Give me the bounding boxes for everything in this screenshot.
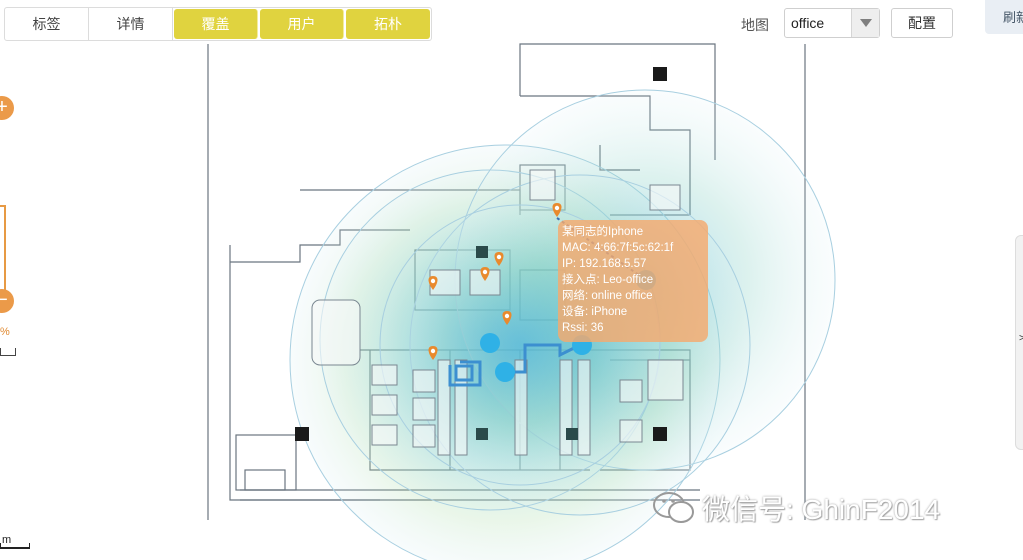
client-device: 设备: iPhone — [562, 306, 628, 318]
topology-links — [448, 343, 581, 387]
map-select-value: office — [791, 15, 825, 31]
zoom-slider-track[interactable] — [0, 205, 6, 297]
caret-down-icon — [860, 19, 872, 27]
refresh-button[interactable]: 刷新 — [985, 0, 1023, 34]
client-ip: IP: 192.168.5.57 — [562, 258, 647, 270]
tab-labels[interactable]: 标签 — [5, 8, 89, 40]
scale-unit: m — [2, 534, 12, 546]
view-tabs: 标签 详情 覆盖 用户 拓朴 — [4, 7, 432, 41]
map-select[interactable]: office — [784, 8, 880, 38]
client-rssi: Rssi: 36 — [562, 322, 604, 334]
config-button[interactable]: 配置 — [891, 8, 953, 38]
ap-dot-1[interactable] — [480, 333, 500, 353]
user-pins — [428, 203, 562, 360]
ruler-icon — [0, 348, 16, 356]
tab-users[interactable]: 用户 — [260, 9, 344, 39]
side-panel-handle[interactable]: > — [1015, 235, 1023, 450]
map-pin-icon[interactable] — [494, 252, 504, 266]
plan-pillars — [295, 67, 667, 441]
map-select-toggle[interactable] — [851, 9, 879, 37]
client-ap: 接入点: Leo-office — [562, 274, 654, 286]
tab-details[interactable]: 详情 — [89, 8, 173, 40]
client-mac: MAC: 4:66:7f:5c:62:1f — [562, 242, 674, 254]
zoom-out-button[interactable]: − — [0, 289, 14, 313]
tab-coverage[interactable]: 覆盖 — [174, 9, 258, 39]
zoom-in-button[interactable]: + — [0, 96, 14, 120]
zoom-percent: % — [0, 326, 10, 338]
wechat-icon — [653, 492, 694, 523]
client-tooltip: 某同志的Iphone MAC: 4:66:7f:5c:62:1f IP: 192… — [558, 220, 708, 342]
tab-topology[interactable]: 拓朴 — [346, 9, 430, 39]
scale-bar — [0, 543, 30, 549]
map-pin-icon[interactable] — [480, 267, 490, 281]
map-label: 地图 — [741, 17, 769, 33]
map-pin-icon[interactable] — [552, 203, 562, 217]
map-pin-icon[interactable] — [428, 346, 438, 360]
client-network: 网络: online office — [562, 290, 653, 302]
client-name: 某同志的Iphone — [562, 226, 644, 238]
map-pin-icon[interactable] — [428, 276, 438, 290]
watermark-text: 微信号: GhinF2014 — [702, 494, 941, 525]
map-pin-icon[interactable] — [502, 311, 512, 325]
ap-dot-2[interactable] — [495, 362, 515, 382]
chevron-right-icon: > — [1019, 333, 1023, 344]
watermark: 微信号: GhinF2014 — [652, 488, 940, 528]
